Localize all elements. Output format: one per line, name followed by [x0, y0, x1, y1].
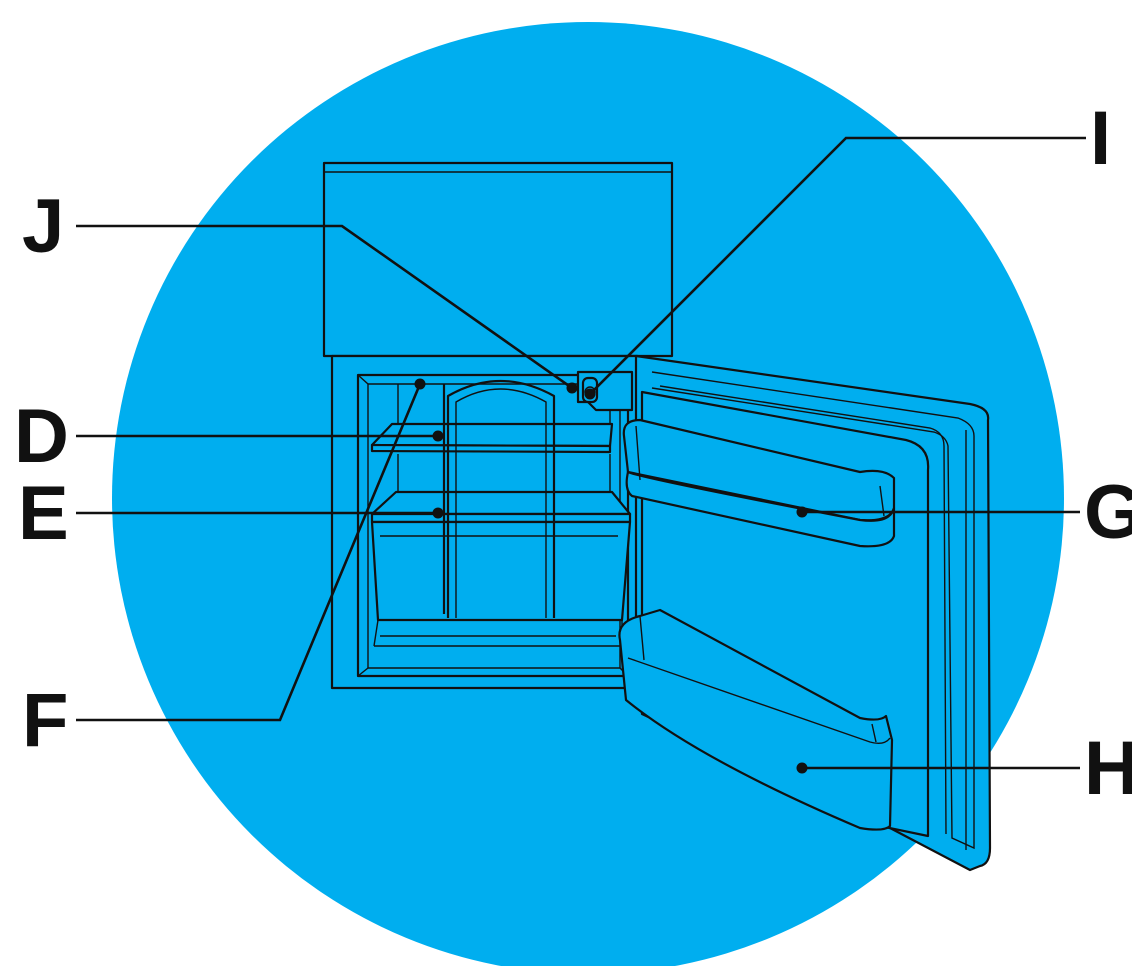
leader-j — [76, 224, 573, 390]
label-d: D — [14, 394, 69, 479]
fridge-illustration — [322, 161, 992, 872]
leader-i — [589, 136, 1086, 395]
label-j: J — [22, 184, 64, 269]
anchor-dot-g — [796, 506, 808, 518]
anchor-dot-h — [796, 762, 808, 774]
anchor-dot-j — [566, 382, 578, 394]
anchor-dot-f — [414, 378, 426, 390]
anchor-dot-i — [584, 388, 596, 400]
callout-leaders — [76, 136, 1086, 774]
label-g: G — [1084, 470, 1132, 555]
anchor-dot-e — [432, 507, 444, 519]
label-e: E — [18, 471, 69, 556]
fridge-top-panel — [322, 161, 674, 358]
label-f: F — [22, 678, 68, 763]
label-i: I — [1090, 96, 1111, 181]
label-h: H — [1084, 726, 1132, 811]
leader-f — [76, 383, 422, 722]
callout-labels: J I D E F G H — [14, 96, 1132, 811]
anchor-dot-d — [432, 430, 444, 442]
